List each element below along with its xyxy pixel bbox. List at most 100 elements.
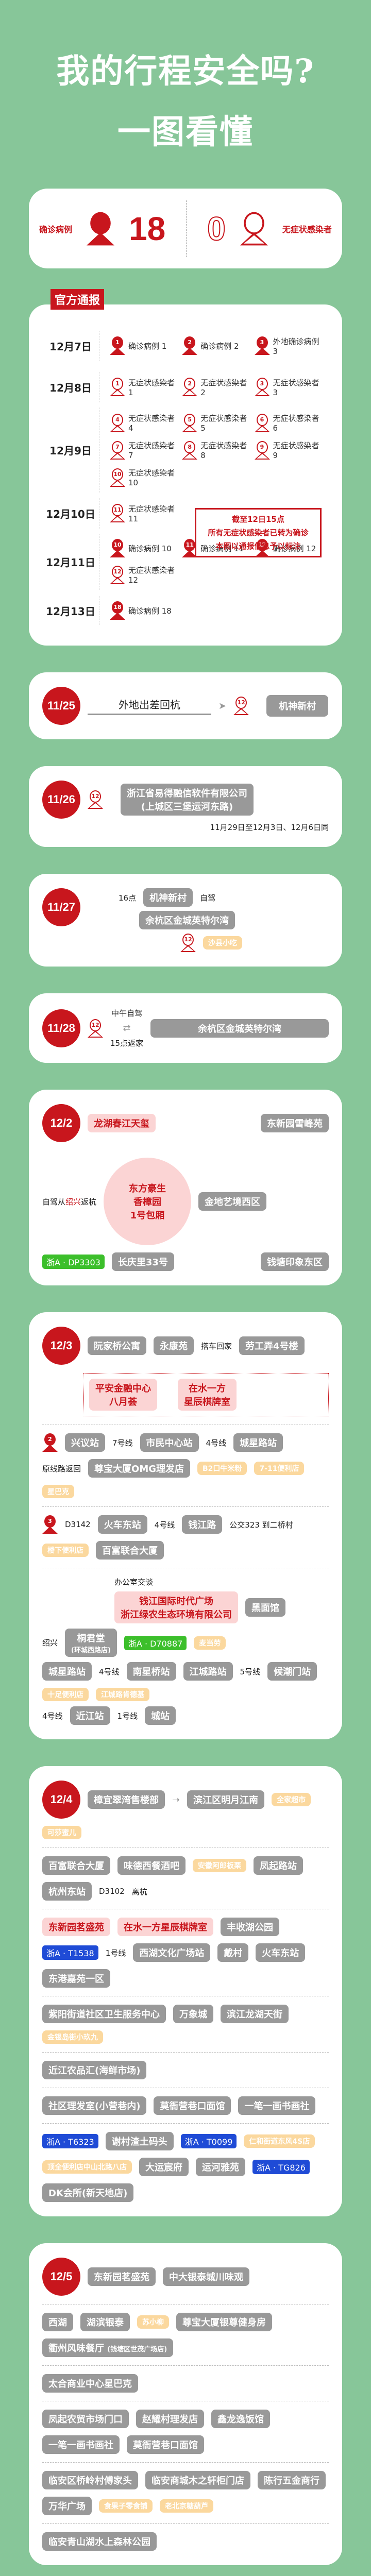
label: 11: [184, 539, 196, 551]
asymptomatic-person-icon: 9: [254, 440, 270, 460]
divider: [186, 200, 187, 257]
asymptomatic-person-icon: 10: [110, 468, 125, 487]
label: 无症状感染者 9: [273, 441, 319, 460]
label: 12: [90, 790, 101, 803]
place-chip: DK会所(新天地店): [42, 2183, 134, 2202]
label: 星辰棋牌室: [184, 1397, 230, 1408]
label: 办公室交谈: [114, 1578, 154, 1587]
label: 3: [256, 336, 268, 349]
shop-chip: 金银岛街小玖九: [42, 2030, 103, 2044]
label: 衢州风味餐厅: [48, 2343, 104, 2354]
label: 7: [112, 440, 123, 453]
report-date: 12月10日: [46, 507, 95, 520]
label: 确诊病例 1: [128, 341, 167, 351]
label: 无症状感染者 6: [273, 414, 319, 433]
label: 原线路返回: [42, 1464, 81, 1473]
confirmed-person-icon: [87, 212, 115, 245]
place-chip: 百富联合大厦: [96, 1541, 164, 1560]
label: 我的行程安全吗?: [56, 52, 315, 91]
place-chip: 江城路站: [183, 1662, 233, 1681]
page-title: 我的行程安全吗? 一图看懂: [0, 0, 371, 163]
label: 1: [112, 336, 123, 349]
place-chip: 南星桥站: [126, 1662, 176, 1681]
venue-chip: 平安金融中心八月荟: [89, 1379, 157, 1411]
place-chip: 丰收湖公园: [221, 1918, 279, 1936]
asymptomatic-person-icon: 2: [182, 378, 198, 396]
label: 八月荟: [109, 1397, 137, 1408]
place-chip: 兴议站: [65, 1433, 105, 1452]
date-badge: 12/4: [42, 1781, 80, 1819]
place-chip: 黑面馆: [245, 1598, 285, 1617]
place-chip: 尊宝大厦银尊健身房: [176, 2313, 272, 2331]
place-chip: 近江站: [70, 1706, 110, 1725]
place-chip: 西湖文化广场站: [133, 1943, 211, 1962]
place-chip: 永康苑: [154, 1336, 194, 1355]
place-chip: 钱江路: [182, 1515, 223, 1534]
label: 11: [112, 504, 123, 516]
label: 外地确诊病例 3: [273, 336, 319, 356]
shop-chip: 7-11便利店: [254, 1462, 305, 1475]
label: 15点返家: [110, 1039, 144, 1048]
label: 4号线: [154, 1520, 175, 1530]
place-chip: 味德西餐酒吧: [117, 1856, 185, 1875]
place-chip: 湖滨银泰: [80, 2313, 130, 2331]
label: 18: [112, 601, 123, 614]
asymptomatic-person-icon: 12: [110, 565, 125, 584]
two-way-arrow-icon: ⇄: [123, 1023, 131, 1033]
venue-chip: 在水一方星辰棋牌室: [117, 1918, 213, 1936]
case-item: 3 外地确诊病例 3: [254, 336, 327, 356]
label: 8: [184, 440, 196, 453]
date-badge: 11/28: [42, 1009, 80, 1047]
label: 桐君堂: [77, 1633, 105, 1644]
place-chip: 紫阳街道社区卫生服务中心: [42, 2005, 166, 2023]
label: 4号线: [42, 1711, 63, 1721]
confirmed-person-icon: 11: [182, 539, 198, 557]
label: 离杭: [131, 1887, 147, 1896]
place-chip: 大运宸府: [139, 2158, 189, 2176]
place-chip: 中大银泰城川味观: [163, 2267, 249, 2286]
person-icon: 12: [180, 934, 196, 952]
label: D3102: [99, 1887, 125, 1896]
shop-chip: 江城路肯德基: [96, 1688, 149, 1701]
place-chip: 候潮门站: [267, 1662, 317, 1681]
label: 1: [112, 378, 123, 390]
label: 确诊病例 10: [128, 544, 172, 553]
place-chip: 城站: [145, 1706, 176, 1725]
label: 2: [44, 1433, 56, 1446]
place-chip: 一笔一画书画社: [42, 2435, 120, 2454]
date-note: 11月29日至12月3日、12月6日同: [210, 823, 329, 832]
shop-chip: 食果子零食铺: [99, 2499, 153, 2513]
place-chip: 临安区桥岭村傅家头: [42, 2471, 138, 2489]
place-chip: 火车东站: [256, 1943, 306, 1962]
confirmed-person-icon: 3: [254, 336, 270, 355]
license-plate: 浙A · T0099: [180, 2134, 237, 2148]
asymptomatic-person-icon: 4: [110, 413, 125, 432]
shop-chip: B2口牛米粉: [197, 1462, 247, 1475]
label: 3: [44, 1515, 56, 1528]
place-chip: 赵耀村理发店: [136, 2410, 204, 2428]
report-date: 12月7日: [49, 340, 92, 353]
date-badge: 12/5: [42, 2258, 80, 2296]
label: 本图以通报信息予以标注: [215, 541, 301, 551]
asymptomatic-person-icon: 8: [182, 440, 198, 460]
place-chip: 西湖: [42, 2313, 73, 2331]
confirmed-count: 18: [129, 210, 166, 247]
asymptomatic-person-icon: 11: [110, 504, 125, 522]
place-chip: 凤起农贸市场门口: [42, 2410, 129, 2428]
label: 2: [184, 336, 196, 349]
place-chip: 戴村: [217, 1943, 249, 1962]
confirmed-person-icon: 12: [254, 539, 270, 557]
place-chip: 城星路站: [233, 1433, 283, 1452]
place-chip: 杭州东站: [42, 1882, 92, 1901]
